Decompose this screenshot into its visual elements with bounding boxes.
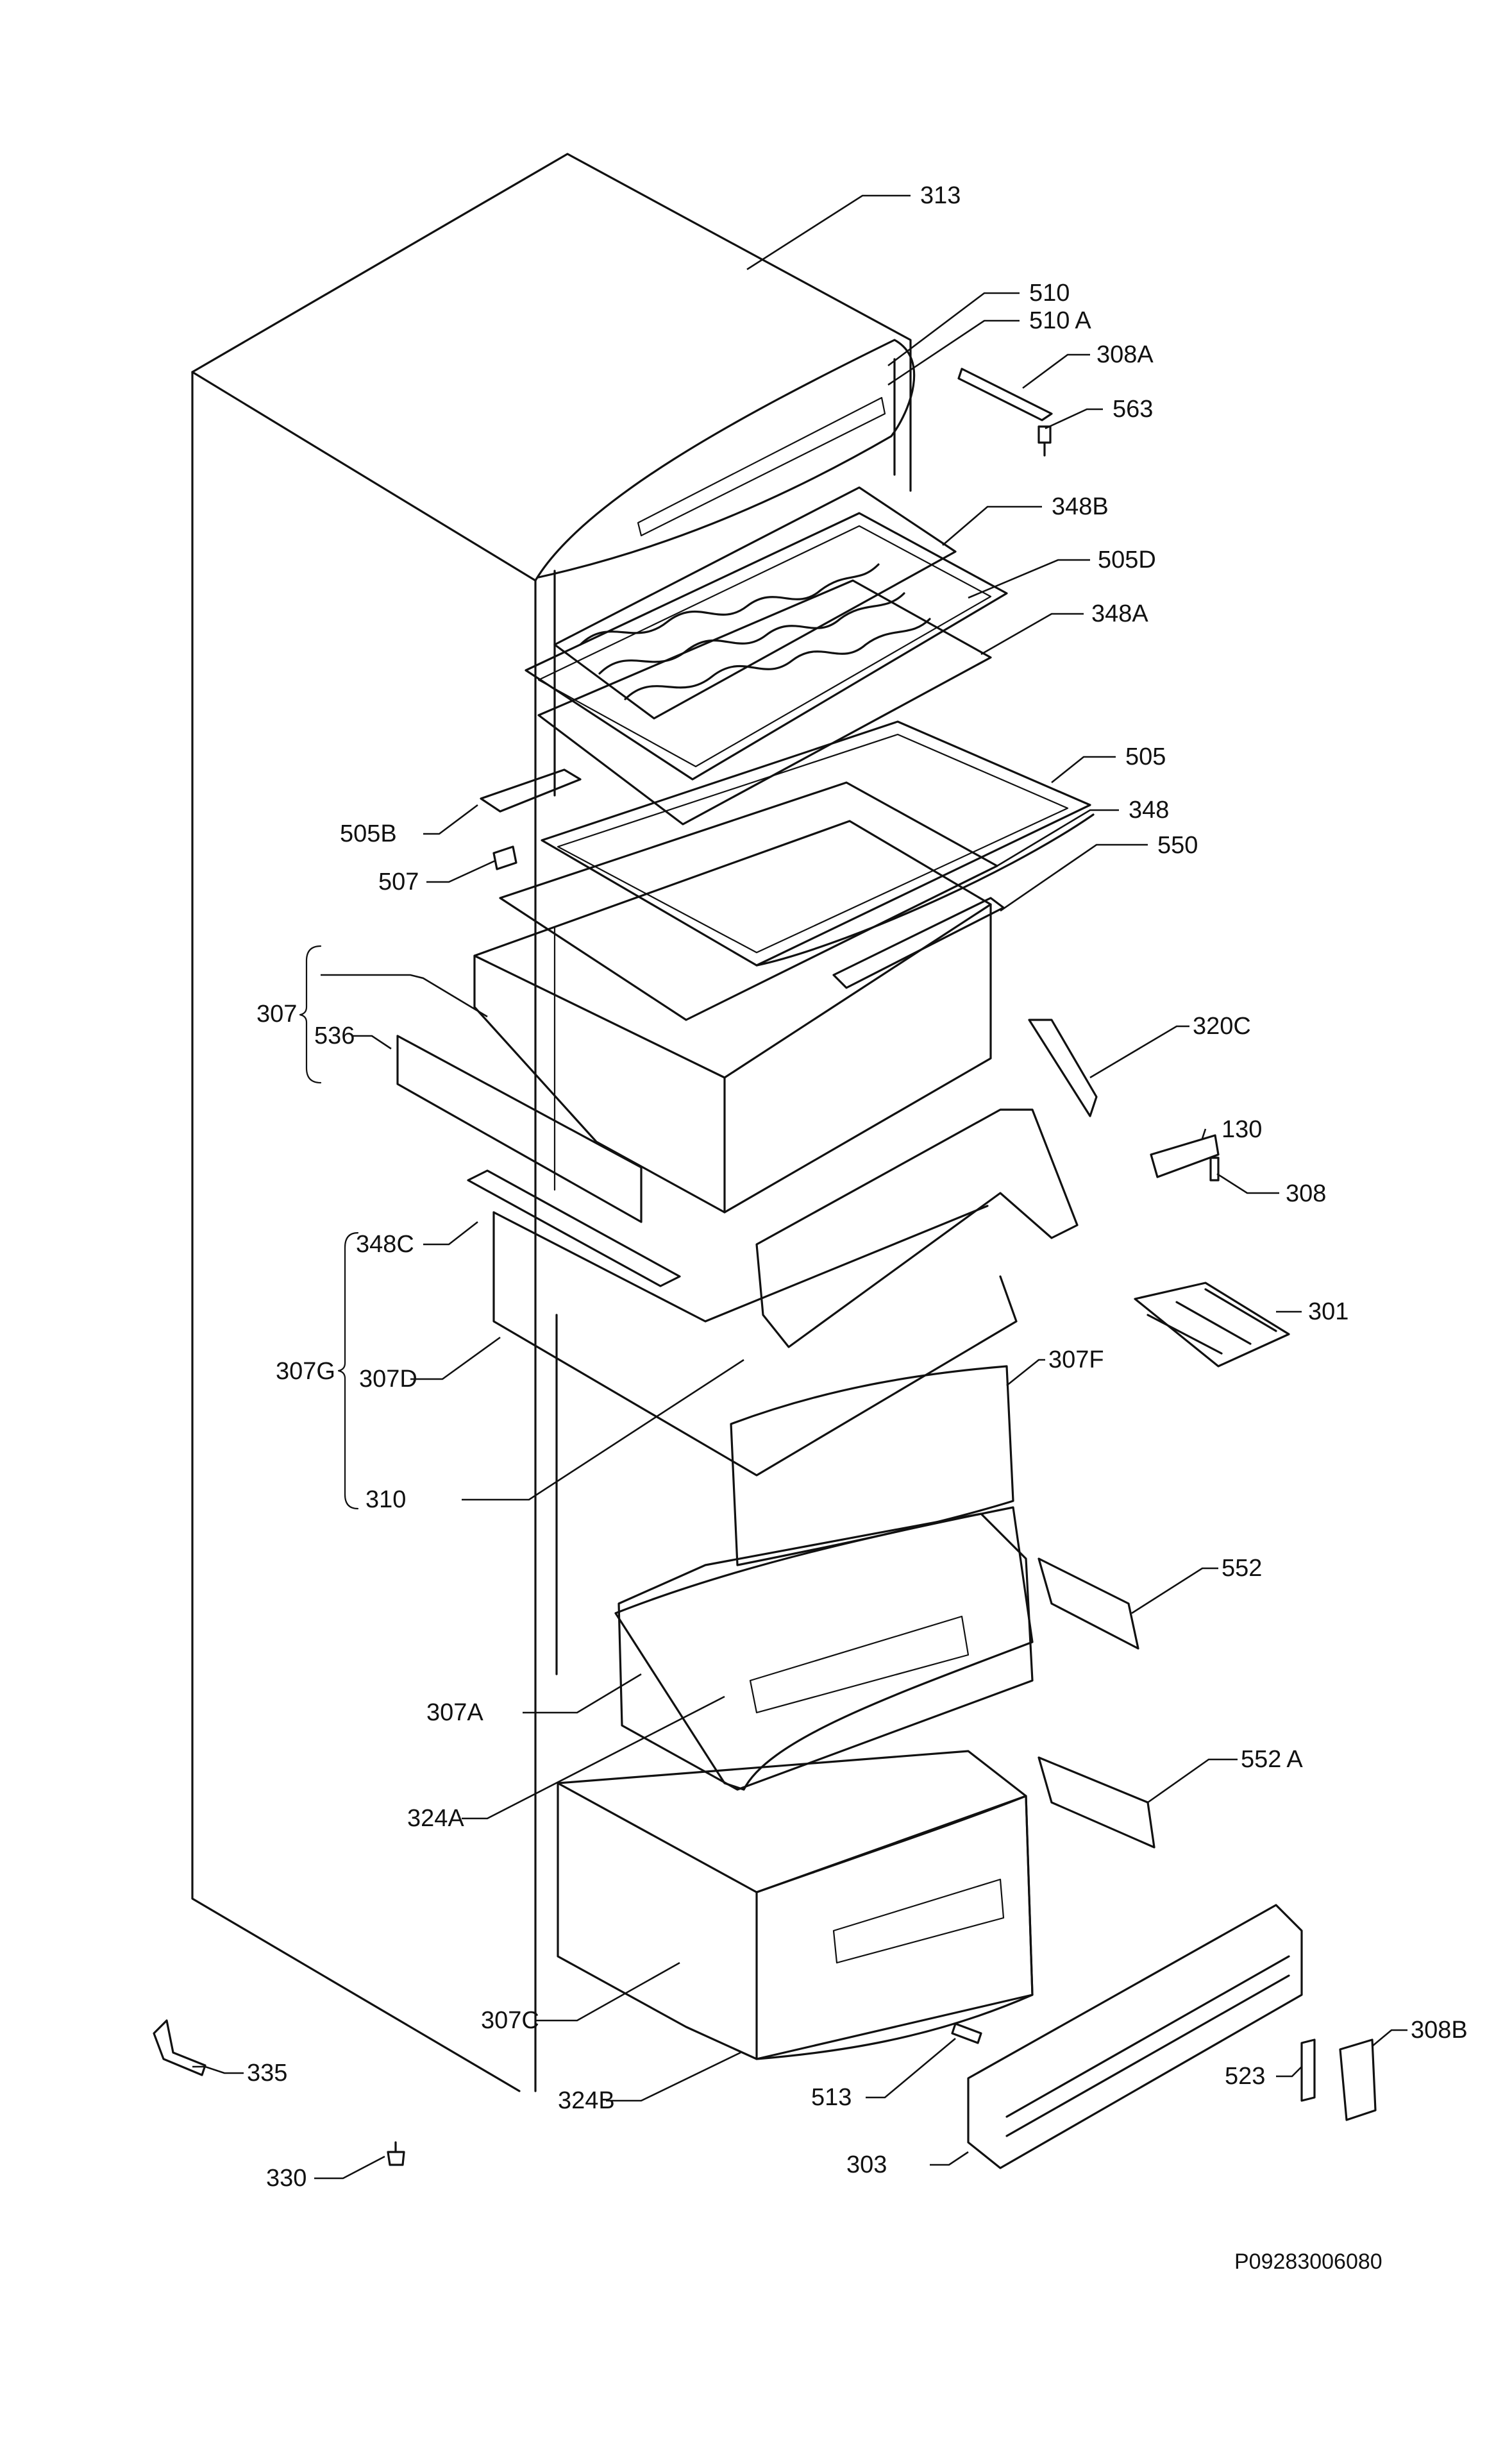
label-348c: 348C xyxy=(356,1231,414,1258)
screw-563 xyxy=(1037,425,1052,457)
shelf-side-505b xyxy=(480,768,582,813)
label-505d: 505D xyxy=(1098,546,1156,573)
label-301: 301 xyxy=(1308,1298,1348,1325)
glass-plate-348 xyxy=(499,781,998,1021)
top-cover-510 xyxy=(534,339,916,582)
bracket-130 xyxy=(1150,1134,1220,1178)
label-552: 552 xyxy=(1222,1555,1262,1582)
drawer-front-324a xyxy=(614,1506,1034,1791)
rods xyxy=(534,926,556,1191)
label-307f: 307F xyxy=(1048,1346,1104,1373)
rail-552a xyxy=(1037,1756,1155,1849)
lower-drawer-307c xyxy=(557,1750,1034,2060)
shelf-frame-505d xyxy=(525,512,1008,781)
label-313: 313 xyxy=(920,182,961,209)
clip-507 xyxy=(492,845,517,870)
label-308b: 308B xyxy=(1411,2017,1468,2044)
label-307g: 307G xyxy=(276,1358,335,1385)
crisper-frame-307g xyxy=(467,1169,681,1287)
label-348b: 348B xyxy=(1052,493,1109,520)
base-grille-303 xyxy=(967,1904,1303,2169)
label-320c: 320C xyxy=(1193,1013,1251,1040)
label-550: 550 xyxy=(1157,832,1198,859)
ice-tray-301 xyxy=(1134,1282,1290,1368)
label-505: 505 xyxy=(1125,743,1166,770)
label-308a: 308A xyxy=(1096,341,1154,368)
air-vent-320c xyxy=(1028,1019,1098,1117)
label-130: 130 xyxy=(1222,1116,1262,1143)
label-348: 348 xyxy=(1129,797,1169,824)
label-307: 307 xyxy=(256,1001,297,1028)
label-308: 308 xyxy=(1286,1180,1326,1207)
hinge-308b xyxy=(1339,2038,1377,2121)
label-523: 523 xyxy=(1225,2063,1265,2090)
label-536: 536 xyxy=(314,1022,355,1049)
divider-536 xyxy=(396,1035,643,1223)
upper-bin-307 xyxy=(473,820,992,1214)
label-307d: 307D xyxy=(359,1366,417,1393)
shelf-frame-505 xyxy=(541,720,1095,967)
label-563: 563 xyxy=(1113,396,1153,423)
brace-307 xyxy=(299,945,322,1084)
label-307c: 307C xyxy=(481,2007,539,2034)
cover-523 xyxy=(1300,2038,1316,2102)
label-324b: 324B xyxy=(558,2087,615,2114)
brace-307g xyxy=(337,1232,359,1510)
drawing-reference: P09283006080 xyxy=(1234,2249,1382,2274)
foot-330 xyxy=(387,2141,405,2166)
label-324a: 324A xyxy=(407,1805,464,1832)
crisper-box-307d xyxy=(492,1205,1018,1477)
label-505b: 505B xyxy=(340,820,397,847)
screw-308 xyxy=(1209,1156,1220,1182)
label-507: 507 xyxy=(378,868,419,895)
label-307a: 307A xyxy=(426,1699,483,1726)
hinge-335 xyxy=(153,2019,206,2076)
wine-rack-348b xyxy=(553,486,957,720)
label-348a: 348A xyxy=(1091,600,1148,627)
label-330: 330 xyxy=(266,2165,307,2192)
label-335: 335 xyxy=(247,2060,287,2087)
bracket-308a xyxy=(957,368,1053,421)
drawer-front-324b xyxy=(755,1795,1034,2060)
label-510: 510 xyxy=(1029,280,1070,307)
divider-panel-310 xyxy=(755,1108,1079,1348)
label-513: 513 xyxy=(811,2084,852,2111)
crisper-front-307f xyxy=(730,1365,1014,1566)
rail-552 xyxy=(1037,1557,1139,1650)
leader-lines xyxy=(192,194,1407,2180)
drawer-307a xyxy=(617,1512,1034,1791)
glass-plate-348a xyxy=(537,579,992,826)
label-310: 310 xyxy=(365,1486,406,1513)
label-303: 303 xyxy=(846,2151,887,2178)
cabinet-body xyxy=(191,153,912,2092)
plug-513 xyxy=(951,2022,982,2044)
